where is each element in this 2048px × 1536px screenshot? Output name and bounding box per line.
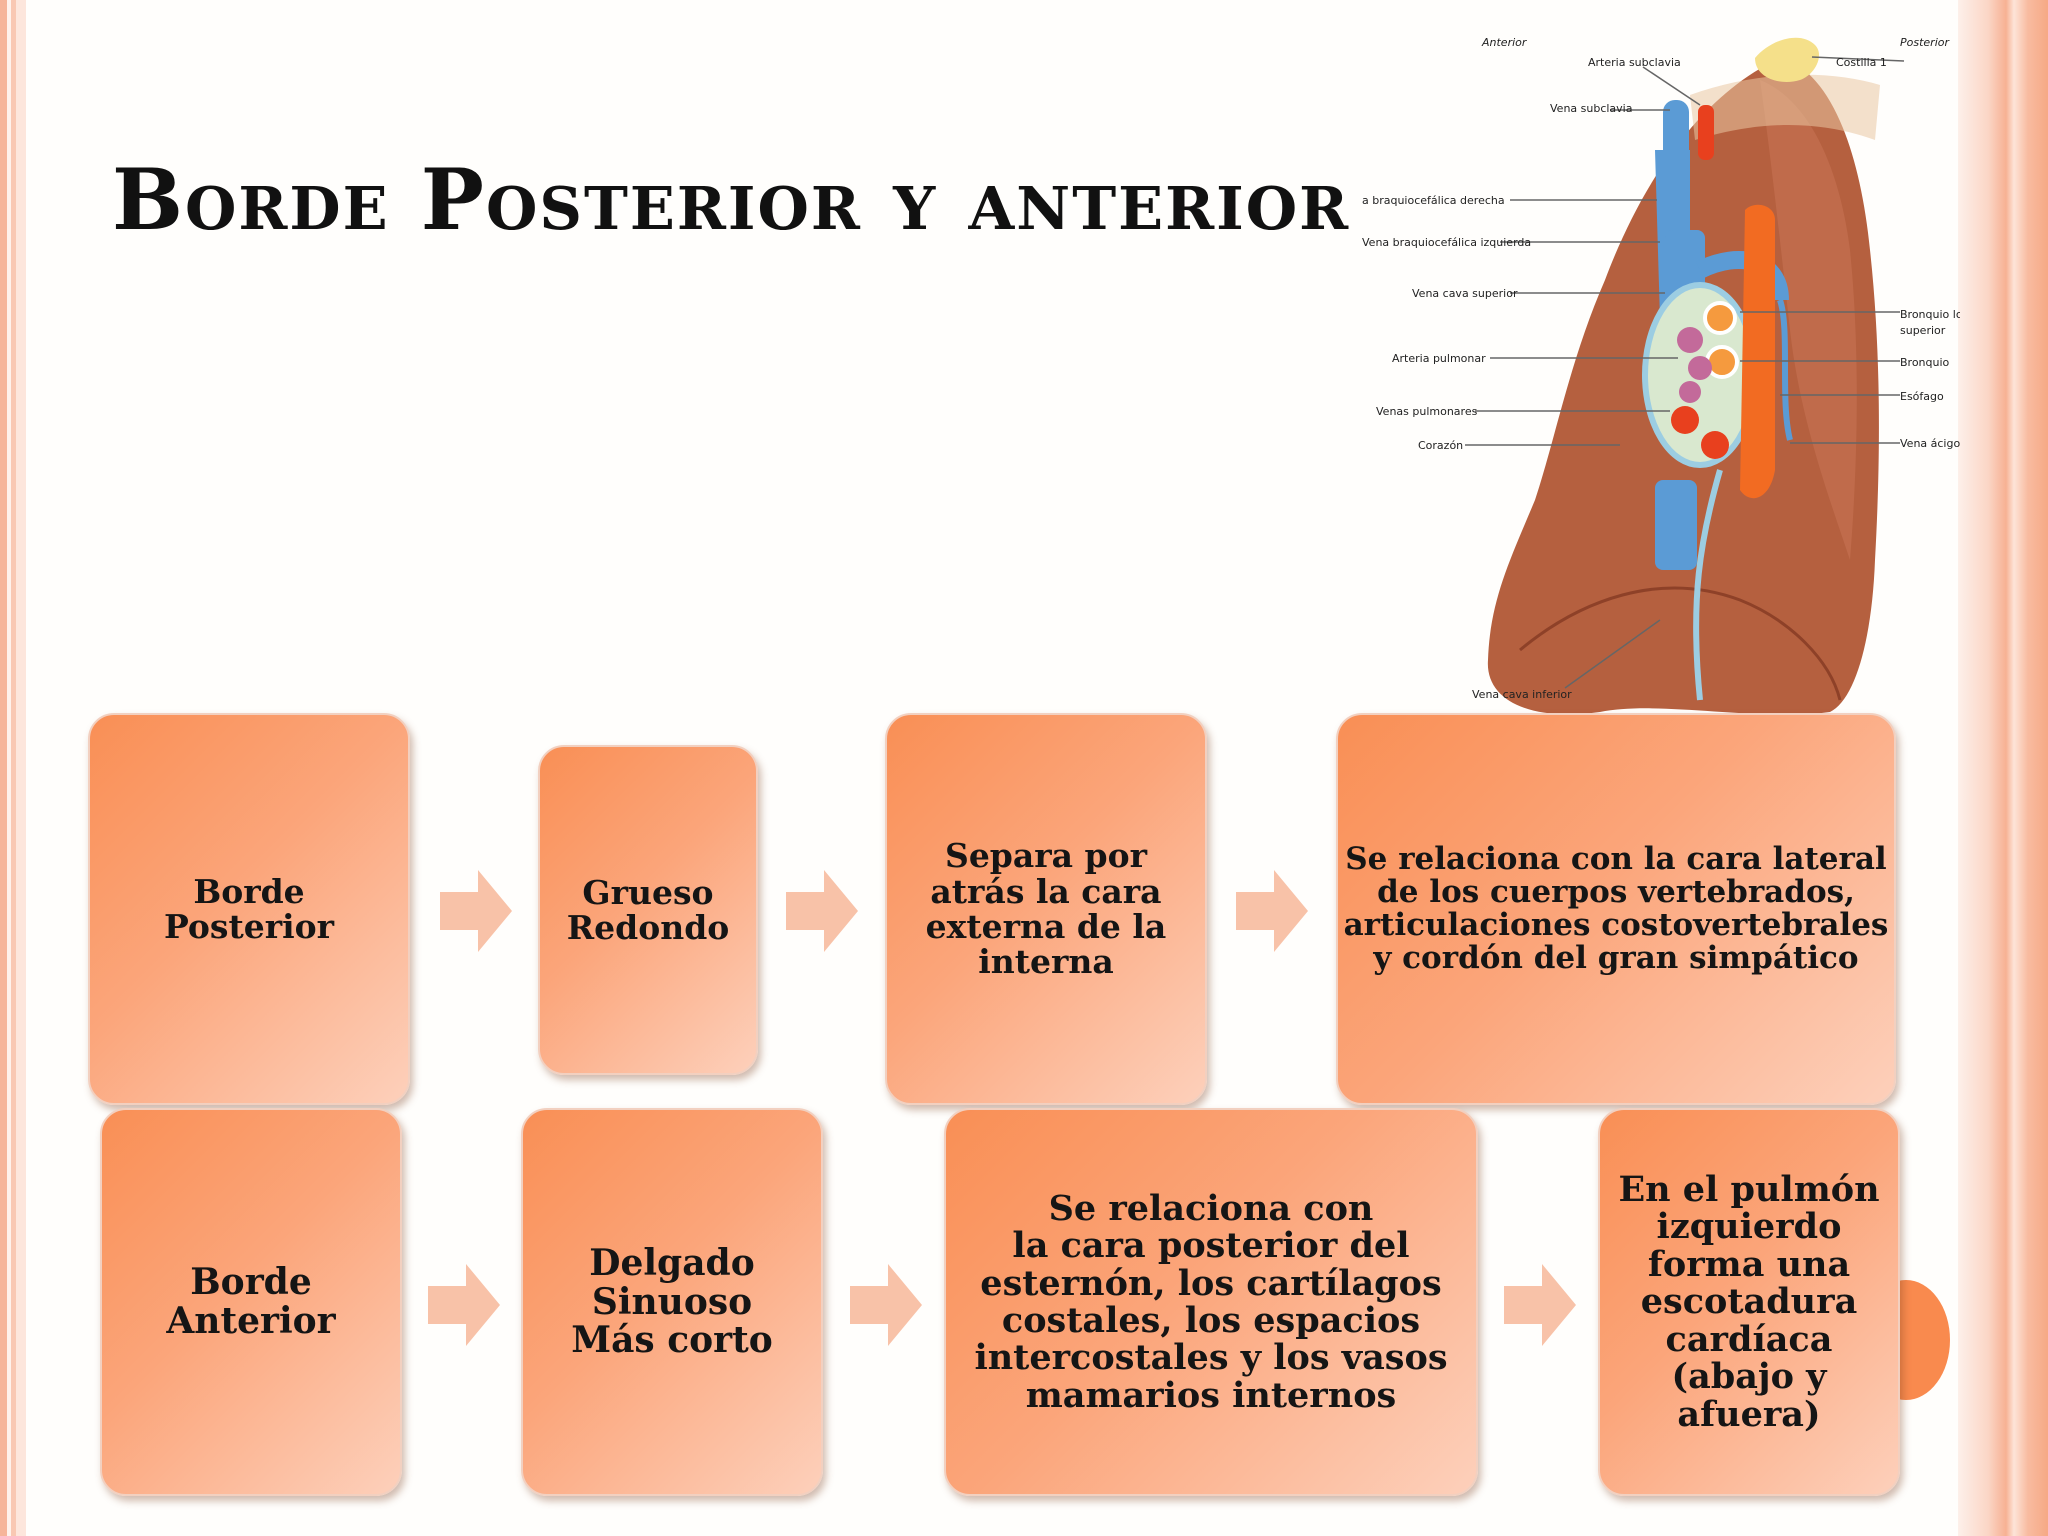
bronchus-upper — [1703, 301, 1737, 335]
right-border-decoration — [1958, 0, 2048, 1536]
label-costilla-1: Costilla 1 — [1836, 56, 1887, 69]
label-braquio-izquierda: Vena braquiocefálica izquierda — [1362, 236, 1531, 249]
arrow-right-icon — [440, 870, 512, 952]
box-separa: Separa por atrás la cara externa de la i… — [885, 713, 1207, 1105]
box-delgado-sinuoso: Delgado Sinuoso Más corto — [521, 1108, 823, 1496]
label-vena-cava-superior: Vena cava superior — [1412, 287, 1518, 300]
label-arteria-pulmonar: Arteria pulmonar — [1392, 352, 1486, 365]
box-relaciona-esternon: Se relaciona con la cara posterior del e… — [944, 1108, 1478, 1496]
box-delgado-sinuoso-text: Delgado Sinuoso Más corto — [571, 1242, 773, 1362]
label-esofago: Esófago — [1900, 390, 1944, 403]
box-borde-posterior-text: Borde Posterior — [163, 871, 335, 946]
label-venas-pulmonares: Venas pulmonares — [1376, 405, 1478, 418]
rib-bone — [1755, 37, 1820, 82]
label-bronquio: Bronquio — [1900, 356, 1950, 369]
lung-highlight — [1760, 80, 1857, 560]
label-posterior: Posterior — [1900, 36, 1950, 49]
label-braquio-derecha: a braquiocefálica derecha — [1362, 194, 1505, 207]
box-pulmon-izquierdo: En el pulmón izquierdo forma una escotad… — [1598, 1108, 1900, 1496]
label-vena-acigos: Vena ácigos — [1900, 437, 1960, 450]
ivc — [1655, 480, 1697, 570]
arrow-right-icon — [850, 1264, 922, 1346]
box-grueso-redondo: Grueso Redondo — [538, 745, 758, 1075]
leader-lines — [1465, 56, 1905, 689]
box-relaciona-lateral-text: Se relaciona con la cara lateral de los … — [1343, 840, 1889, 977]
label-vena-cava-inferior: Vena cava inferior — [1472, 688, 1572, 701]
pulm-vein-2 — [1701, 431, 1729, 459]
label-bronquio-lobar-2: superior — [1900, 324, 1946, 337]
box-pulmon-izquierdo-text: En el pulmón izquierdo forma una escotad… — [1618, 1168, 1880, 1435]
lung-diagram: Anterior Posterior Arteria subclavia Cos… — [1362, 36, 1960, 715]
box-relaciona-lateral: Se relaciona con la cara lateral de los … — [1336, 713, 1896, 1105]
esophagus — [1740, 204, 1775, 499]
box-relaciona-esternon-text: Se relaciona con la cara posterior del e… — [974, 1187, 1448, 1416]
arrow-right-icon — [786, 870, 858, 952]
label-vena-subclavia: Vena subclavia — [1550, 102, 1632, 115]
box-grueso-redondo-text: Grueso Redondo — [566, 872, 730, 947]
pulm-artery-2 — [1688, 356, 1712, 380]
subclavian-artery — [1698, 105, 1714, 160]
rib-band — [1690, 74, 1880, 140]
pulm-vein-1 — [1671, 406, 1699, 434]
box-borde-anterior: Borde Anterior — [100, 1108, 402, 1496]
label-anterior: Anterior — [1481, 36, 1528, 49]
nerve — [1693, 469, 1723, 701]
arrow-right-icon — [1504, 1264, 1576, 1346]
left-border-decoration — [0, 0, 26, 1536]
lung-lower-fold — [1519, 586, 1842, 701]
label-arteria-subclavia: Arteria subclavia — [1588, 56, 1681, 69]
slide-title: Borde Posterior y anterior — [112, 150, 1351, 249]
label-corazon: Corazón — [1418, 439, 1463, 452]
box-borde-anterior-text: Borde Anterior — [166, 1261, 336, 1342]
bronchus — [1705, 345, 1739, 379]
box-separa-text: Separa por atrás la cara externa de la i… — [925, 836, 1167, 982]
box-borde-posterior: Borde Posterior — [88, 713, 410, 1105]
arrow-right-icon — [428, 1264, 500, 1346]
label-bronquio-lobar-1: Bronquio lobar — [1900, 308, 1960, 321]
arrow-right-icon — [1236, 870, 1308, 952]
pulm-artery-1 — [1677, 327, 1703, 353]
pulm-artery-3 — [1679, 381, 1701, 403]
